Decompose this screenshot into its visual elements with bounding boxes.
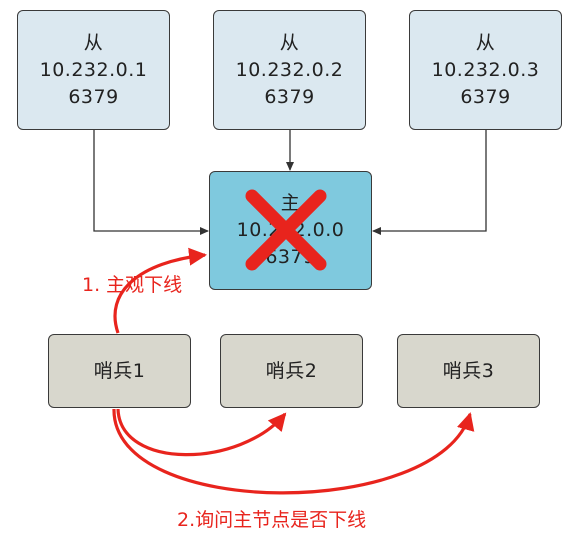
sentinel-node-3: 哨兵3 <box>397 334 540 408</box>
master-role: 主 <box>280 192 301 214</box>
slave-role: 从 <box>83 31 104 54</box>
arrow-subjective-down <box>113 247 207 334</box>
slave-ip: 10.232.0.2 <box>235 58 344 81</box>
master-node: 主 10.232.0.0 6379 <box>209 171 372 290</box>
slave-port: 6379 <box>68 85 119 108</box>
slave-port: 6379 <box>264 85 315 108</box>
slave-node-3: 从 10.232.0.3 6379 <box>409 10 562 130</box>
sentinel-node-2: 哨兵2 <box>220 334 363 408</box>
slave-port: 6379 <box>460 85 511 108</box>
arrow-ask-sentinel3 <box>112 408 475 495</box>
slave-role: 从 <box>475 31 496 54</box>
slave-node-1: 从 10.232.0.1 6379 <box>17 10 170 130</box>
slave-ip: 10.232.0.1 <box>39 58 148 81</box>
sentinel-label: 哨兵1 <box>93 359 146 382</box>
label-subjective-down: 1. 主观下线 <box>82 274 183 296</box>
sentinel-node-1: 哨兵1 <box>48 334 191 408</box>
arrow-ask-sentinel2 <box>116 408 287 457</box>
connector-slave3-master <box>372 130 487 235</box>
slave-node-2: 从 10.232.0.2 6379 <box>213 10 366 130</box>
cross-icon <box>245 189 327 271</box>
sentinel-label: 哨兵3 <box>442 359 495 382</box>
label-ask-master-down: 2.询问主节点是否下线 <box>177 509 367 531</box>
connector-slave1-master <box>93 130 209 235</box>
slave-role: 从 <box>279 31 300 54</box>
slave-ip: 10.232.0.3 <box>431 58 540 81</box>
sentinel-label: 哨兵2 <box>265 359 318 382</box>
